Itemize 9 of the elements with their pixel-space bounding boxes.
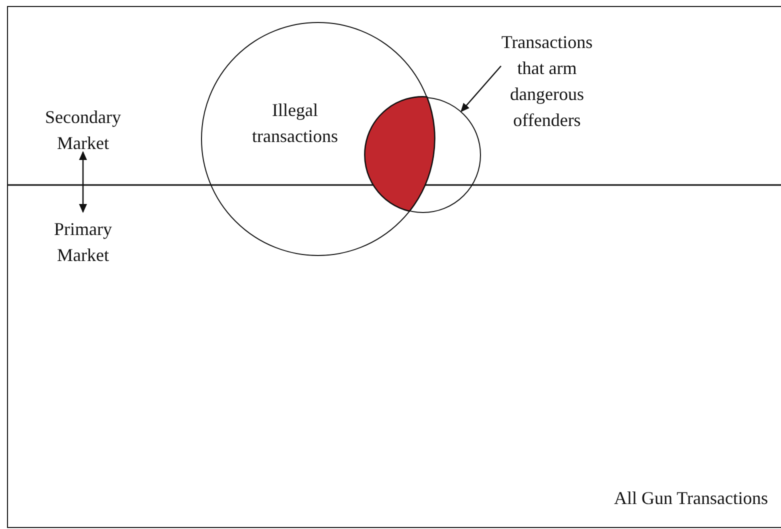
annotation-text: Transactions that arm dangerous offenders	[487, 29, 607, 129]
venn-circle	[365, 97, 481, 213]
arrow	[460, 66, 502, 112]
diagram-frame	[7, 6, 781, 528]
arrow	[79, 151, 87, 213]
annotation-text: Secondary Market	[29, 104, 137, 148]
annotation-text: Primary Market	[29, 216, 137, 260]
circle-label: Illegal transactions	[251, 99, 339, 148]
frame-label: All Gun Transactions	[614, 487, 768, 510]
